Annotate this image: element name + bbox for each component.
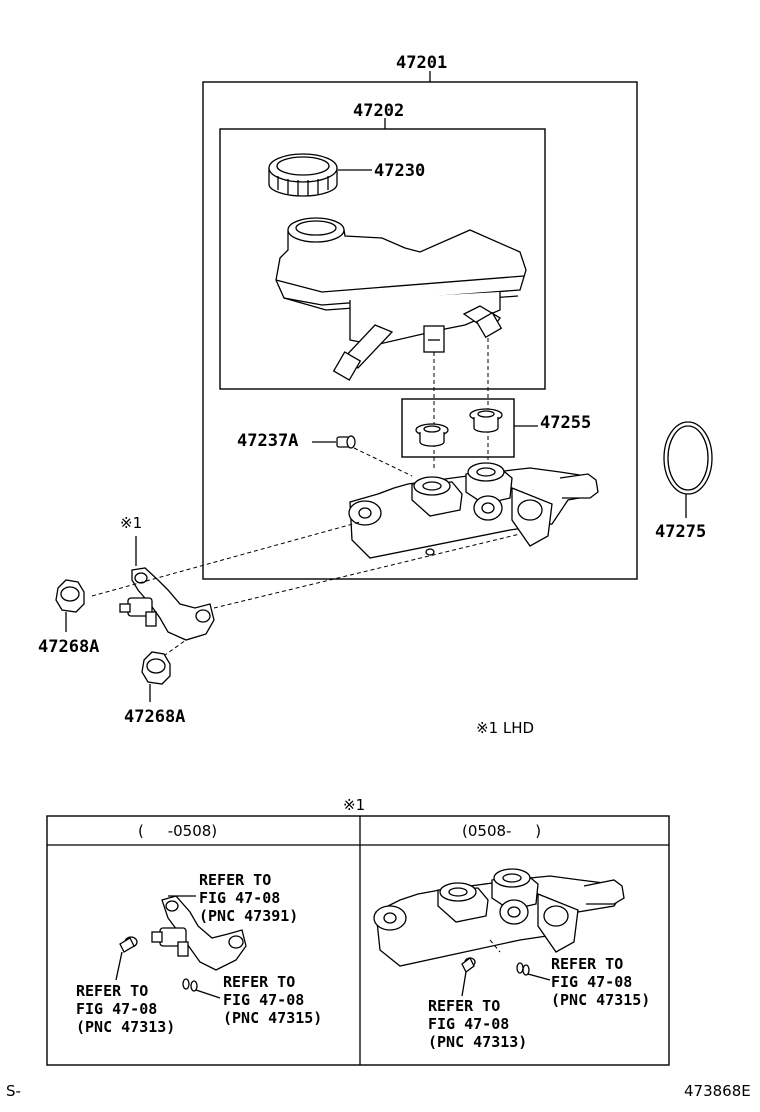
mark-1: ※1: [120, 514, 142, 532]
ref-pnc-47313-right-l1: REFER TO: [428, 997, 500, 1015]
right-cell-cylinder-drawing: [373, 868, 625, 976]
reservoir-box-47202: [219, 128, 546, 390]
ref-pnc-47313-left-l2: FIG 47-08: [76, 1000, 157, 1018]
label-47268A-bottom[interactable]: 47268A: [124, 707, 185, 727]
label-47275[interactable]: 47275: [655, 522, 706, 542]
ref-pnc-47315-right-l3[interactable]: (PNC 47315): [551, 991, 650, 1009]
nut-bottom-drawing: [141, 651, 171, 685]
label-47230[interactable]: 47230: [374, 161, 425, 181]
ref-pnc-47391-l2: FIG 47-08: [199, 889, 280, 907]
ref-pnc-47315-left-l2: FIG 47-08: [223, 991, 304, 1009]
ref-pnc-47315-right-l2: FIG 47-08: [551, 973, 632, 991]
label-47255[interactable]: 47255: [540, 413, 591, 433]
o-ring-drawing: [663, 421, 713, 495]
ref-pnc-47315-right-l1: REFER TO: [551, 955, 623, 973]
label-47201[interactable]: 47201: [396, 53, 447, 73]
label-47237A[interactable]: 47237A: [237, 431, 298, 451]
ref-pnc-47391-l1: REFER TO: [199, 871, 271, 889]
label-47202[interactable]: 47202: [353, 101, 404, 121]
ref-pnc-47313-left-l1: REFER TO: [76, 982, 148, 1000]
table-header-left: ( -0508): [138, 822, 217, 840]
footer-right: 473868E: [684, 1082, 751, 1100]
ref-pnc-47315-left-l1: REFER TO: [223, 973, 295, 991]
assembly-box-47201: [202, 81, 638, 580]
ref-pnc-47313-right-l2: FIG 47-08: [428, 1015, 509, 1033]
bracket-sensor-drawing: [119, 567, 215, 641]
grommet-drawing: [415, 408, 503, 447]
left-cell-bracket-drawing: [119, 895, 247, 992]
ref-pnc-47313-left-l3[interactable]: (PNC 47313): [76, 1018, 175, 1036]
table-header-right: (0508- ): [462, 822, 541, 840]
variant-table: [46, 815, 670, 1066]
lhd-note: ※1 LHD: [476, 719, 534, 737]
plug-drawing: [336, 435, 356, 449]
label-47268A-left[interactable]: 47268A: [38, 637, 99, 657]
reservoir-drawing: [275, 217, 527, 381]
master-cylinder-drawing: [348, 462, 599, 559]
table-mark: ※1: [343, 796, 365, 814]
footer-left: S-: [6, 1082, 21, 1100]
ref-pnc-47315-left-l3[interactable]: (PNC 47315): [223, 1009, 322, 1027]
ref-pnc-47391-l3[interactable]: (PNC 47391): [199, 907, 298, 925]
grommet-box-47255: [401, 398, 515, 458]
ref-pnc-47313-right-l3[interactable]: (PNC 47313): [428, 1033, 527, 1051]
nut-left-drawing: [55, 579, 85, 613]
reservoir-cap-drawing: [268, 153, 338, 197]
